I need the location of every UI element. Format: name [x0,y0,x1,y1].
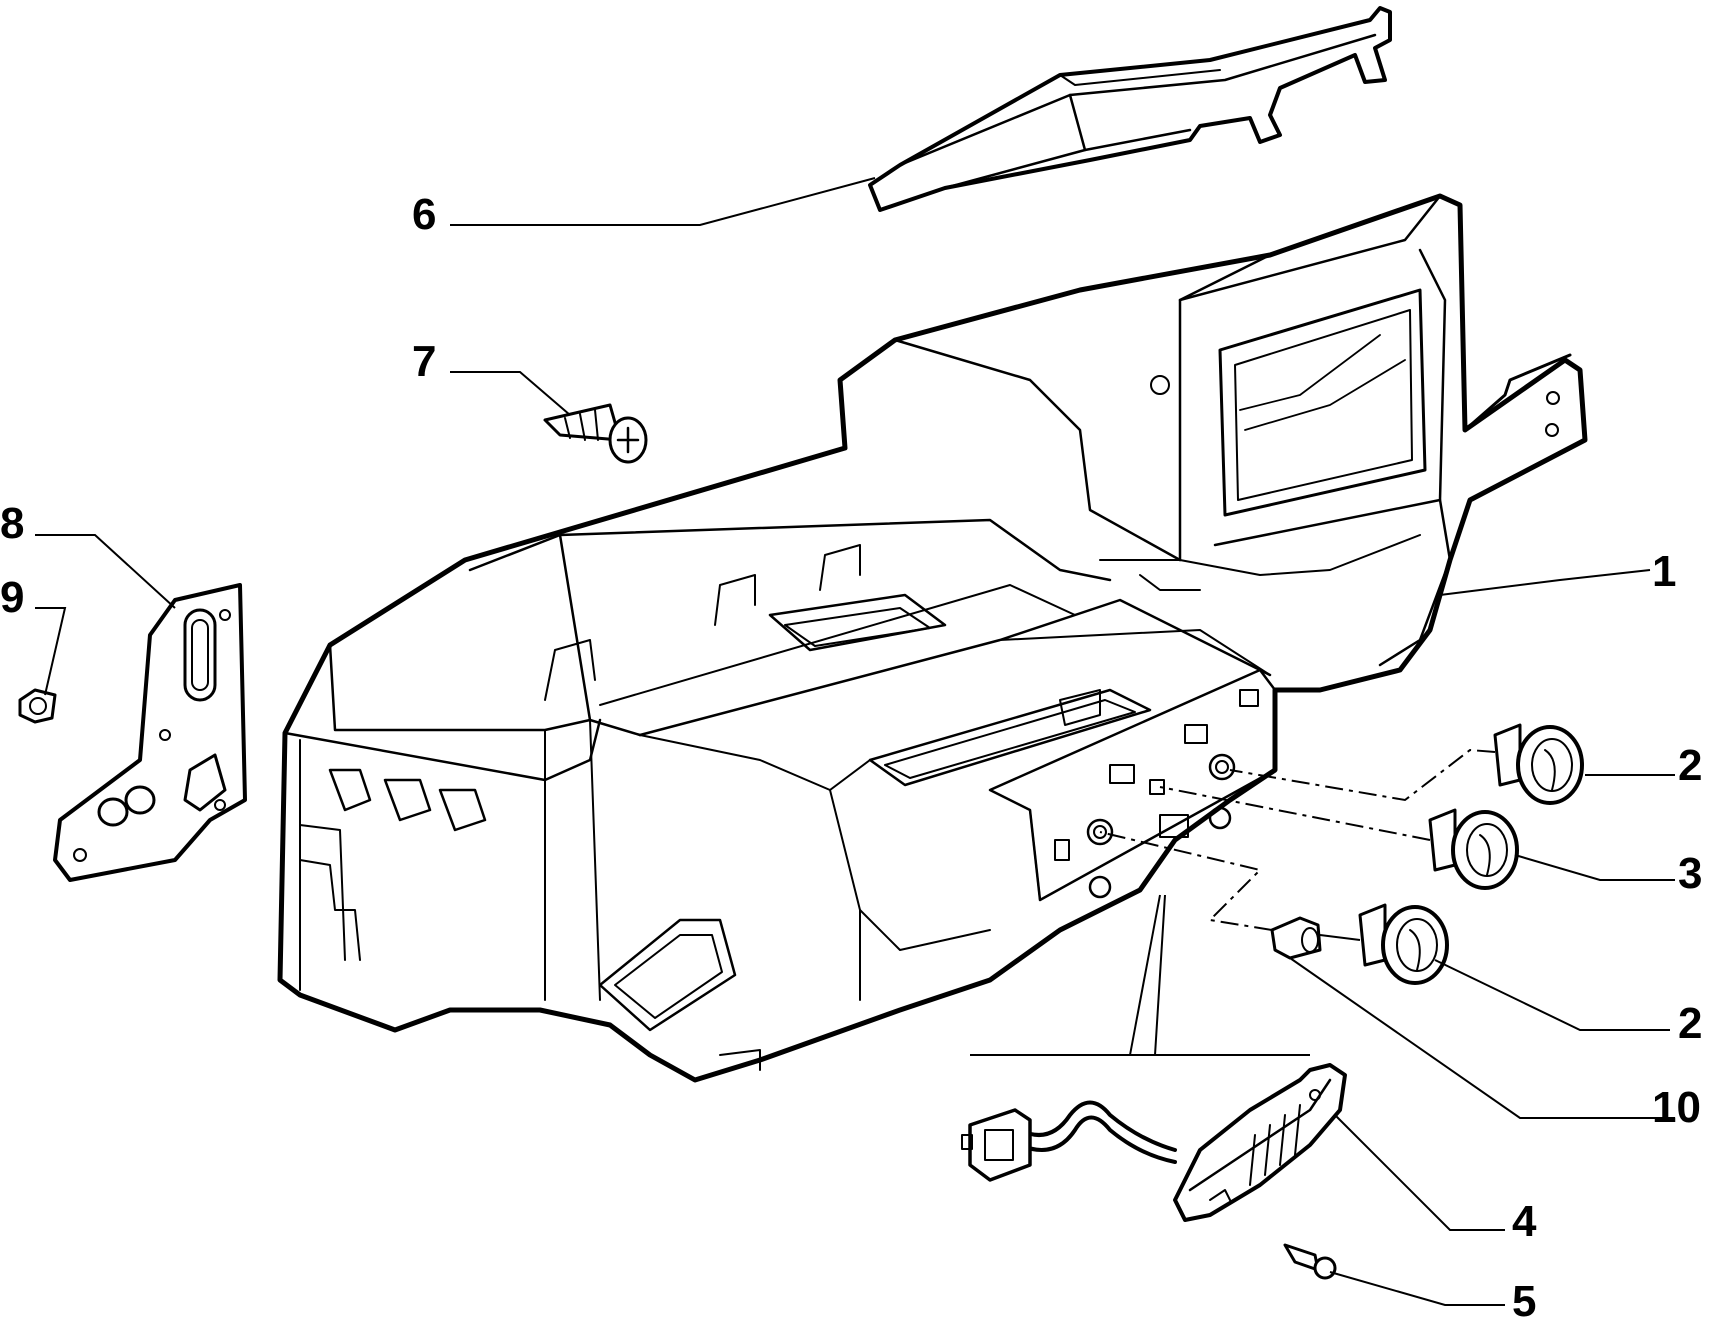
heater-housing-part [277,193,1588,1083]
leader-lines [35,177,1675,1306]
callout-number-6: 6 [412,190,436,239]
leader-line-7 [450,371,571,416]
leader-line-9 [35,607,67,696]
callout-number-5: 5 [1512,1277,1536,1319]
leader-line-3 [1514,854,1675,881]
callout-number-3: 3 [1678,849,1702,898]
callout-number-7: 7 [412,337,436,386]
leader-line-10 [1289,957,1675,1119]
screw-part-7 [543,403,648,464]
leader-line-4-bracket-left [1129,894,1161,1056]
callout-number-10: 10 [1652,1083,1701,1132]
control-switch-part-4 [961,1063,1347,1222]
leader-line-1 [1439,569,1651,596]
leader-line-6 [450,177,876,226]
leader-line-8 [35,534,176,609]
callout-number-2-upper: 2 [1678,741,1702,790]
bulb-holder-part-10 [1270,916,1322,960]
filter-cover-part [868,6,1392,212]
callout-number-2-lower: 2 [1678,999,1702,1048]
leader-line-4 [1334,1114,1505,1231]
callout-number-8: 8 [0,499,24,548]
leader-line-3-assembly [1159,786,1431,841]
knob-part-2-upper [1493,723,1584,805]
leader-line-5 [1329,1271,1505,1306]
leader-line-2-lower [1434,959,1670,1031]
leader-line-4-bracket-right [1154,894,1166,1056]
nut-part-9 [18,688,57,724]
leader-line-2-upper-assembly [1229,748,1496,802]
knob-part-3 [1428,808,1519,890]
callout-number-9: 9 [0,573,24,622]
leader-line-2-lower-assembly [1319,934,1361,941]
callout-numbers: 1 2 3 2 10 4 5 6 7 8 9 [0,190,1702,1319]
callout-number-1: 1 [1652,547,1676,596]
knob-part-2-lower [1358,903,1449,985]
screw-part-5 [1283,1243,1337,1280]
mounting-plate-part [53,583,247,882]
callout-number-4: 4 [1512,1197,1537,1246]
leader-line-10-assembly [1099,831,1273,931]
